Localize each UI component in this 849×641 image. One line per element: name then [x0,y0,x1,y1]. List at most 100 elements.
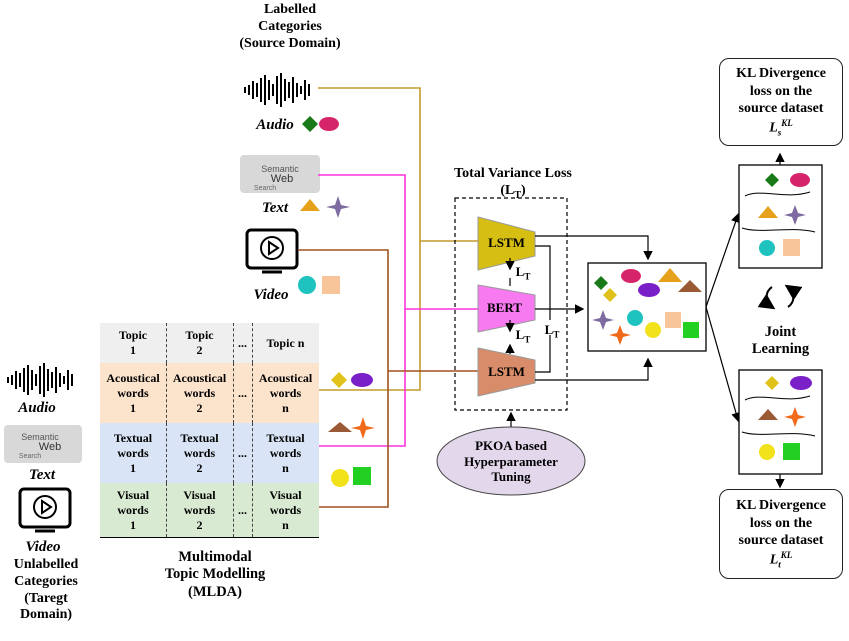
kl-source-line-3: source dataset [738,101,824,117]
source-audio-shapes [302,116,339,132]
mlda-cell: Textual words 2 [166,423,234,483]
connector-line-1 [318,87,478,242]
total-variance-symbol: (LT) [500,182,526,201]
kl-target-line-1: KL Divergence [736,498,826,514]
video-monitor-icon-target [18,487,72,533]
target-audio-label: Audio [18,400,56,416]
embedding-shapes [592,268,702,345]
source-audio-label: Audio [256,117,294,133]
lstm-bottom-block [477,347,536,397]
mlda-caption-line-3: (MLDA) [188,583,242,600]
source-title-line-1: Labelled [263,2,317,17]
kl-target-line-2: loss on the [749,515,813,531]
target-title-line-2: Categories [14,573,78,589]
mlda-cell: Textual words 1 [100,423,167,483]
pkoa-line-2: Hyperparameter [464,453,558,469]
kl-source-symbol: LsKL [769,117,793,138]
target-domain-title: Unlabelled Categories (Taregt Domain) [0,557,92,624]
audio-waveform-icon-source [244,73,310,107]
lt-label-2: LT [515,327,531,345]
target-title-line-1: Unlabelled [13,557,79,572]
kl-target-line-3: source dataset [738,533,824,549]
mlda-cell: Visual words 2 [166,483,234,537]
source-video-shapes [298,276,340,294]
source-text-label: Text [261,200,289,216]
connector-line-6 [319,371,389,508]
bert-label: BERT [487,300,522,315]
target-title-line-4: Domain) [19,607,73,623]
mlda-caption: Multimodal Topic Modelling (MLDA) [140,549,290,601]
total-variance-title: Total Variance Loss (LT) [433,166,593,202]
target-video-label: Video [25,539,61,555]
mlda-cell: Visual words n [269,487,302,532]
source-domain-title: Labelled Categories (Source Domain) [225,2,355,52]
pkoa-ellipse [436,426,586,496]
joint-learning-label: Joint Learning [738,324,823,359]
lstm-top-block [477,216,536,271]
kl-source-line-1: KL Divergence [736,66,826,82]
kl-target-symbol: LtKL [769,549,793,570]
svg-text:Search: Search [19,453,41,460]
mlda-caption-line-2: Topic Modelling [164,566,266,583]
lt-label-3: LT [544,322,560,340]
mlda-header-cell: Topic 1 [100,323,167,363]
svg-text:Web: Web [39,441,61,453]
mlda-cell: ... [233,363,253,423]
mlda-cell: Acoustical words n [258,370,313,415]
connector-line-5 [298,249,482,372]
mlda-cell: Acoustical words 2 [166,363,234,423]
joint-learning-cycle-icon [757,284,803,310]
mlda-text-shapes [328,417,375,439]
modality-connectors [298,87,482,508]
joint-line-1: Joint [764,324,797,340]
connector-line-4 [319,309,406,447]
svg-text:Web: Web [271,173,293,185]
text-wordcloud-icon-source: Semantic Web Search [240,155,320,193]
joint-line-2: Learning [751,341,810,358]
mlda-cell: Acoustical words 1 [100,363,167,423]
source-title-line-2: Categories [258,18,322,34]
connector-line-2 [319,241,421,391]
total-variance-box [454,197,568,411]
kl-source-box: KL Divergence loss on the source dataset… [719,58,843,146]
audio-waveform-icon-target [7,363,73,397]
mlda-cell: Visual words 1 [100,483,167,537]
lstm-bottom-label: LSTM [488,364,525,379]
mlda-video-shapes [331,467,371,487]
source-video-label: Video [253,287,289,303]
source-cluster-shapes [741,173,816,256]
lt-arrows [505,245,551,373]
mlda-header-cell: ... [233,323,253,363]
lt-label-1: LT [515,264,531,282]
video-monitor-icon-source [245,228,299,274]
pkoa-line-3: Tuning [491,469,531,485]
total-variance-title-text: Total Variance Loss [454,166,572,181]
target-title-line-3: (Taregt [24,590,68,606]
mlda-cell: ... [233,423,253,483]
lstm-top-label: LSTM [488,235,525,250]
kl-target-box: KL Divergence loss on the source dataset… [719,489,843,579]
kl-source-line-2: loss on the [749,83,813,99]
svg-text:Search: Search [254,185,276,192]
pkoa-line-1: PKOA based [475,438,547,453]
target-text-label: Text [28,467,56,483]
target-cluster-shapes [741,376,816,460]
source-text-shapes [300,196,350,218]
pkoa-label: PKOA based Hyperparameter Tuning [440,438,582,485]
mlda-cell: ... [233,483,253,537]
mlda-caption-line-1: Multimodal [178,549,252,565]
mlda-cell: Textual words n [266,430,305,475]
mlda-header-cell: Topic n [266,335,305,350]
source-title-line-3: (Source Domain) [239,35,341,51]
bert-block [477,284,536,333]
mlda-audio-shapes [331,372,373,388]
branch-arrows [705,152,785,489]
svg-text:Semantic: Semantic [21,432,59,442]
mlda-header-cell: Topic 2 [166,323,234,363]
text-wordcloud-icon-target: Semantic Web Search [4,425,82,463]
